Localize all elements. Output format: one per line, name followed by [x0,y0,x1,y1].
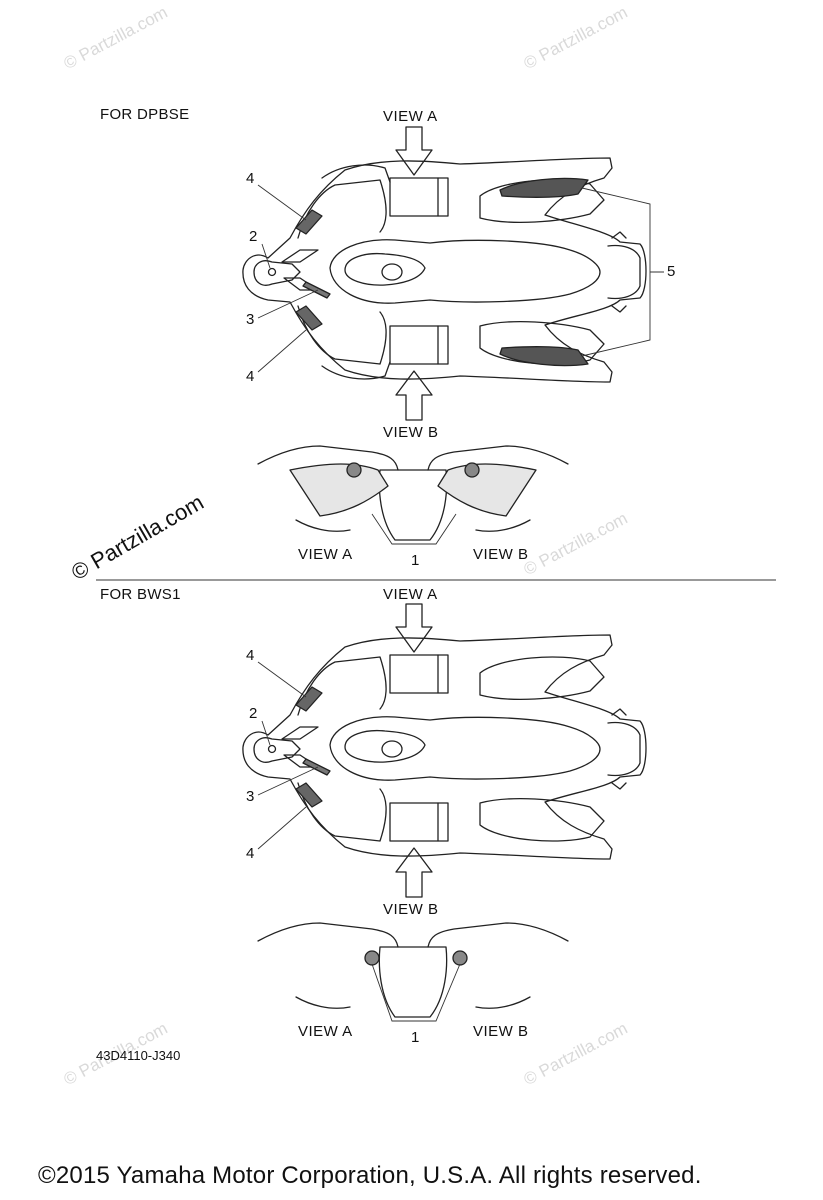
callout-number: 4 [246,647,255,664]
atv-top-view-dpbse [242,126,664,421]
view-a-label: VIEW A [383,108,438,125]
callout-number: 2 [249,228,258,245]
callout-number: 4 [246,170,255,187]
view-b-label: VIEW B [383,901,439,918]
part-code: 43D4110-J340 [96,1048,181,1063]
callout-number: 5 [667,263,676,280]
copyright-footer: ©2015 Yamaha Motor Corporation, U.S.A. A… [38,1162,702,1189]
callout-number: 4 [246,845,255,862]
callout-number: 4 [246,368,255,385]
view-b-label: VIEW B [383,424,439,441]
detail-view-a-label: VIEW A [298,1023,353,1040]
callout-number: 1 [411,1029,420,1046]
section-title: FOR BWS1 [100,586,181,603]
callout-number: 3 [246,311,255,328]
section-title: FOR DPBSE [100,106,190,123]
callout-number: 2 [249,705,258,722]
atv-top-view-bws1 [242,603,647,898]
detail-view-b-label: VIEW B [473,1023,529,1040]
view-a-label: VIEW A [383,586,438,603]
detail-view-dpbse [257,445,569,545]
detail-view-b-label: VIEW B [473,546,529,563]
callout-number: 1 [411,552,420,569]
callout-number: 3 [246,788,255,805]
detail-view-bws1 [257,922,569,1022]
detail-view-a-label: VIEW A [298,546,353,563]
